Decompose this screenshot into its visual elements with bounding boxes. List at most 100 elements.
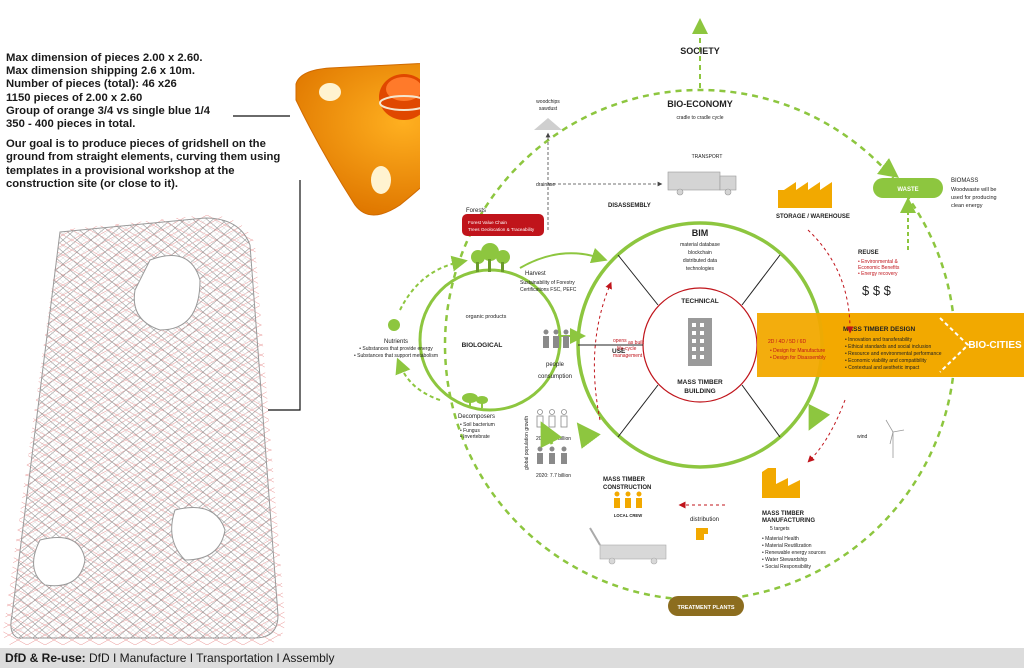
note-line: Max dimension shipping 2.6 x 10m. [6, 65, 195, 78]
trees-icon [471, 243, 510, 272]
consumption-label: consumption [538, 374, 572, 380]
orange-panel-render [295, 62, 420, 216]
note-line: 350 - 400 pieces in total. [6, 118, 136, 131]
reuse-item: • Environmental & [858, 259, 898, 265]
nutrients-label: Nutrients [384, 339, 408, 345]
harvest-label: Harvest [525, 271, 546, 277]
gridshell-illustrations [3, 62, 420, 645]
bim-sub: distributed data [683, 258, 717, 264]
storage-label: STORAGE / WAREHOUSE [776, 214, 850, 220]
mtm-item: • Water Stewardship [762, 557, 807, 563]
manufacturing-icon [762, 468, 800, 498]
biomass-label: BIOMASS [951, 178, 978, 184]
mtb-label-1: MASS TIMBER [677, 379, 723, 386]
decomposers-item: • Invertebrate [460, 434, 490, 440]
pop-2020: 2020: 7.7 billion [536, 473, 571, 479]
distribution-label: distribution [690, 517, 719, 523]
population-2020-icon [537, 446, 567, 464]
forest-box-line: Trees Geolocation & Traceability [468, 227, 535, 232]
mtd-item: • Economic viability and compatibility [845, 358, 927, 364]
bio-cities-arrow [939, 317, 970, 373]
harvest-sub: Sustainability of Forestry [520, 280, 575, 286]
disassembly-label: DISASSEMBLY [608, 203, 651, 209]
organic-label: organic products [466, 314, 507, 320]
building-icon [688, 318, 712, 366]
reuse-label: REUSE [858, 250, 879, 256]
mtm-item: • Social Responsibility [762, 564, 811, 570]
footer-bar: DfD & Re-use: DfD I Manufacture I Transp… [0, 648, 1024, 668]
decomposers-icon [462, 393, 488, 408]
bio-economy-diagram: SOCIETY BIO-ECONOMY cradle to cradle cyc… [354, 18, 1024, 616]
forests-label: Forests [466, 208, 486, 214]
decomposers-item: • Fungus [460, 428, 480, 434]
treatment-plants-pill [668, 596, 744, 616]
people-icon [543, 329, 569, 348]
decomposers-label: Decomposers [458, 414, 495, 420]
forest-box-line: Forest Value Chain [468, 220, 507, 225]
waste-label: WASTE [897, 187, 918, 193]
targets-label: 5 targets [770, 526, 790, 532]
treatment-plants-label: TREATMENT PLANTS [677, 605, 734, 611]
transport-label: TRANSPORT [692, 154, 723, 160]
mtm-label-2: MANUFACTURING [762, 518, 815, 524]
society-label: SOCIETY [680, 46, 720, 56]
opens-label: opens [613, 338, 627, 344]
as-built-label: as built [628, 340, 644, 346]
population-2050-icon [536, 409, 568, 428]
bio-cities-label: BIO-CITIES [968, 340, 1022, 351]
bim-sub: material database [680, 242, 720, 248]
mtd-item: • Ethical standards and social inclusion [845, 344, 931, 350]
mtc-label-1: MASS TIMBER [603, 477, 646, 483]
woodchips-label: sawdust [539, 106, 558, 112]
bim-title: BIM [692, 228, 709, 238]
note-line: Max dimension of pieces 2.00 x 2.60. [6, 52, 203, 64]
gridshell-panel-drawing [3, 215, 285, 645]
people-label: people [546, 362, 565, 368]
biomass-sub: used for producing [951, 195, 997, 201]
footer-text: DfD I Manufacture I Transportation I Ass… [85, 651, 335, 665]
harvest-sub: Certifications FSC, PEFC [520, 287, 577, 293]
biological-label: BIOLOGICAL [462, 342, 503, 349]
technical-label: TECHNICAL [681, 298, 719, 305]
nutrients-icon [388, 319, 400, 331]
biomass-sub: clean energy [951, 203, 983, 209]
mtm-item: • Material Reutilization [762, 543, 812, 549]
woodchips-label: woodchips [536, 99, 560, 105]
mtb-label-2: BUILDING [684, 388, 715, 395]
distribution-icon [696, 528, 708, 540]
crew-icon [614, 491, 642, 508]
truck-icon [667, 171, 737, 196]
mtm-label-1: MASS TIMBER [762, 511, 805, 517]
project-notes: Max dimension of pieces 2.00 x 2.60. Max… [6, 52, 306, 191]
dims-label: 2D / 4D / 5D / 6D [768, 339, 806, 345]
mtc-label-2: CONSTRUCTION [603, 485, 651, 491]
forest-value-box [462, 214, 544, 236]
note-line: 1150 pieces of 2.00 x 2.60 [6, 91, 143, 104]
reuse-item: • Energy recovery [858, 271, 898, 277]
wind-label: wind [857, 434, 868, 440]
cradle-label: cradle to cradle cycle [677, 115, 724, 121]
biomass-sub: Woodwaste will be [951, 187, 996, 193]
nutrients-item: • Substances that support metabolism [354, 353, 438, 359]
woodchips-icon [534, 118, 562, 130]
local-crew-label: LOCAL CREW [614, 513, 642, 518]
use-label: USE [612, 348, 626, 355]
mtd-title: MASS TIMBER DESIGN [843, 326, 916, 333]
mtd-item: • Contextual and aesthetic impact [845, 365, 920, 371]
decomposers-item: • Soil bacterium [460, 422, 495, 428]
bim-sub: technologies [686, 266, 715, 272]
cycle-spokes [578, 254, 781, 438]
dollar-signs: $ $ $ [862, 283, 892, 298]
mtm-item: • Renewable energy sources [762, 550, 826, 556]
drainase-label: drainase [536, 182, 555, 188]
mtm-item: • Material Health [762, 536, 799, 542]
lifecycle-label: life-cycle [617, 346, 637, 352]
connector-line [268, 180, 301, 411]
reuse-item: Economic Benefits [858, 265, 900, 271]
mtd-item: • Resource and environmental performance [845, 351, 942, 357]
footer-title: DfD & Re-use: [5, 651, 86, 665]
design-item: • Design for Manufacture [770, 348, 825, 354]
goal-statement: Our goal is to produce pieces of gridshe… [6, 138, 281, 190]
design-item: • Design for Disassembly [770, 355, 826, 361]
factory-icon [778, 182, 832, 208]
